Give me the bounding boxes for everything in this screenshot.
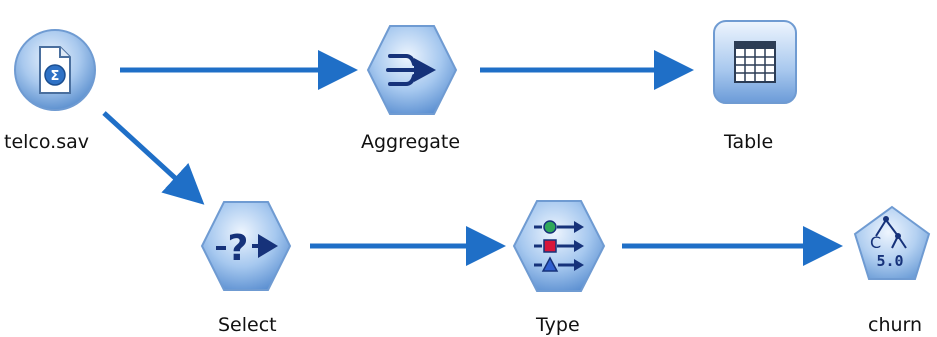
node-table[interactable] <box>711 18 799 106</box>
link-telco-to-select[interactable] <box>102 111 205 205</box>
node-label-churn: churn <box>868 314 923 336</box>
c50-glyph-text: 5.0 <box>876 252 903 270</box>
c50-model-icon: C 5.0 <box>853 205 931 280</box>
aggregate-icon <box>366 25 458 115</box>
select-icon: ? <box>200 201 292 291</box>
node-telco-sav[interactable]: Σ <box>10 25 100 115</box>
node-select[interactable]: ? <box>200 198 292 294</box>
node-label-select: Select <box>218 314 277 336</box>
type-icon <box>512 200 606 292</box>
svg-text:?: ? <box>228 228 249 269</box>
table-grid-icon <box>713 20 797 104</box>
node-label-aggregate: Aggregate <box>361 131 461 153</box>
node-type[interactable] <box>512 197 606 295</box>
svg-text:C: C <box>870 233 881 252</box>
node-label-telco: telco.sav <box>4 131 89 153</box>
node-churn[interactable]: C 5.0 <box>852 204 932 284</box>
node-label-type: Type <box>536 314 580 336</box>
node-aggregate[interactable] <box>366 22 458 118</box>
node-label-table: Table <box>724 131 774 153</box>
svg-text:Σ: Σ <box>51 69 60 84</box>
statistics-file-icon: Σ <box>14 29 96 111</box>
